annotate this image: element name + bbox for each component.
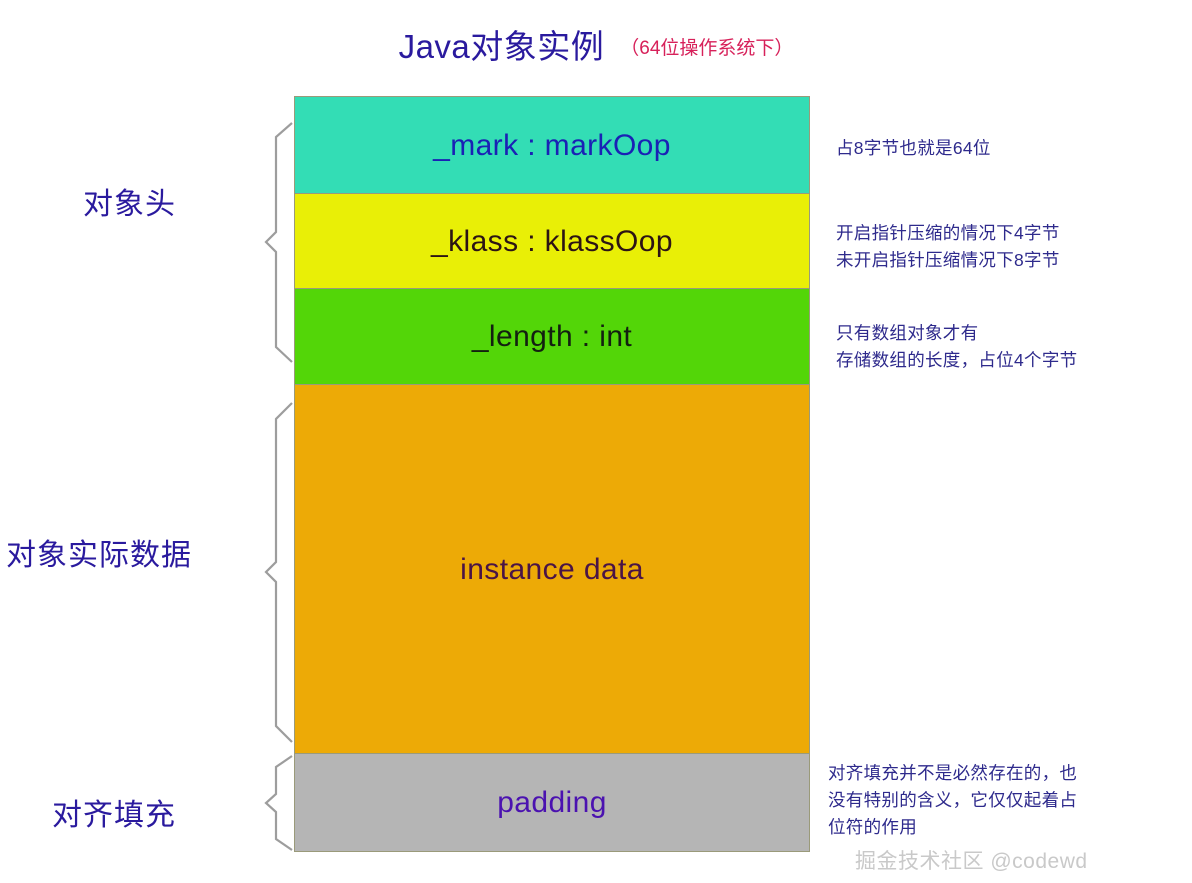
title-main-text: Java对象实例 [398,28,605,65]
watermark: 掘金技术社区 @codewd [855,850,1088,873]
annotation-padding: 对齐填充并不是必然存在的，也 没有特别的含义，它仅仅起着占 位符的作用 [828,760,1077,841]
title-note-text: （64位操作系统下） [620,37,794,59]
annotation-length: 只有数组对象才有 存储数组的长度，占位4个字节 [836,320,1077,374]
memory-block-length-label: _length : int [471,320,633,353]
annotation-length-line-1: 只有数组对象才有 [836,323,979,343]
memory-block-padding: padding [295,754,809,851]
memory-block-mark: _mark : markOop [295,97,809,194]
memory-block-instance-data: instance data [295,385,809,754]
memory-block-mark-label: _mark : markOop [433,128,671,162]
section-label-instance-data: 对象实际数据 [6,539,192,572]
annotation-padding-line-3: 位符的作用 [828,817,917,838]
memory-block-klass: _klass : klassOop [295,194,809,289]
section-label-alignment-padding: 对齐填充 [52,799,176,832]
brace-object-header [264,122,293,363]
page-title: Java对象实例 （64位操作系统下） [0,20,1192,68]
annotation-klass-line-1: 开启指针压缩的情况下4字节 [836,223,1060,243]
memory-block-length: _length : int [295,289,809,385]
annotation-padding-line-1: 对齐填充并不是必然存在的，也 [828,763,1078,783]
annotation-length-line-2: 存储数组的长度，占位4个字节 [836,350,1078,371]
annotation-klass-line-2: 未开启指针压缩情况下8字节 [836,250,1060,271]
brace-alignment-padding [264,755,293,851]
memory-block-padding-label: padding [497,786,607,819]
memory-block-klass-label: _klass : klassOop [431,224,673,258]
memory-block-instance-data-label: instance data [460,552,644,586]
section-label-object-header: 对象头 [83,188,176,221]
annotation-klass: 开启指针压缩的情况下4字节 未开启指针压缩情况下8字节 [836,220,1060,274]
brace-instance-data [264,402,293,743]
annotation-mark: 占8字节也就是64位 [836,135,991,162]
object-layout-stack: _mark : markOop _klass : klassOop _lengt… [294,96,810,852]
annotation-padding-line-2: 没有特别的含义，它仅仅起着占 [828,790,1078,811]
annotation-mark-line-1: 占8字节也就是64位 [836,138,991,158]
